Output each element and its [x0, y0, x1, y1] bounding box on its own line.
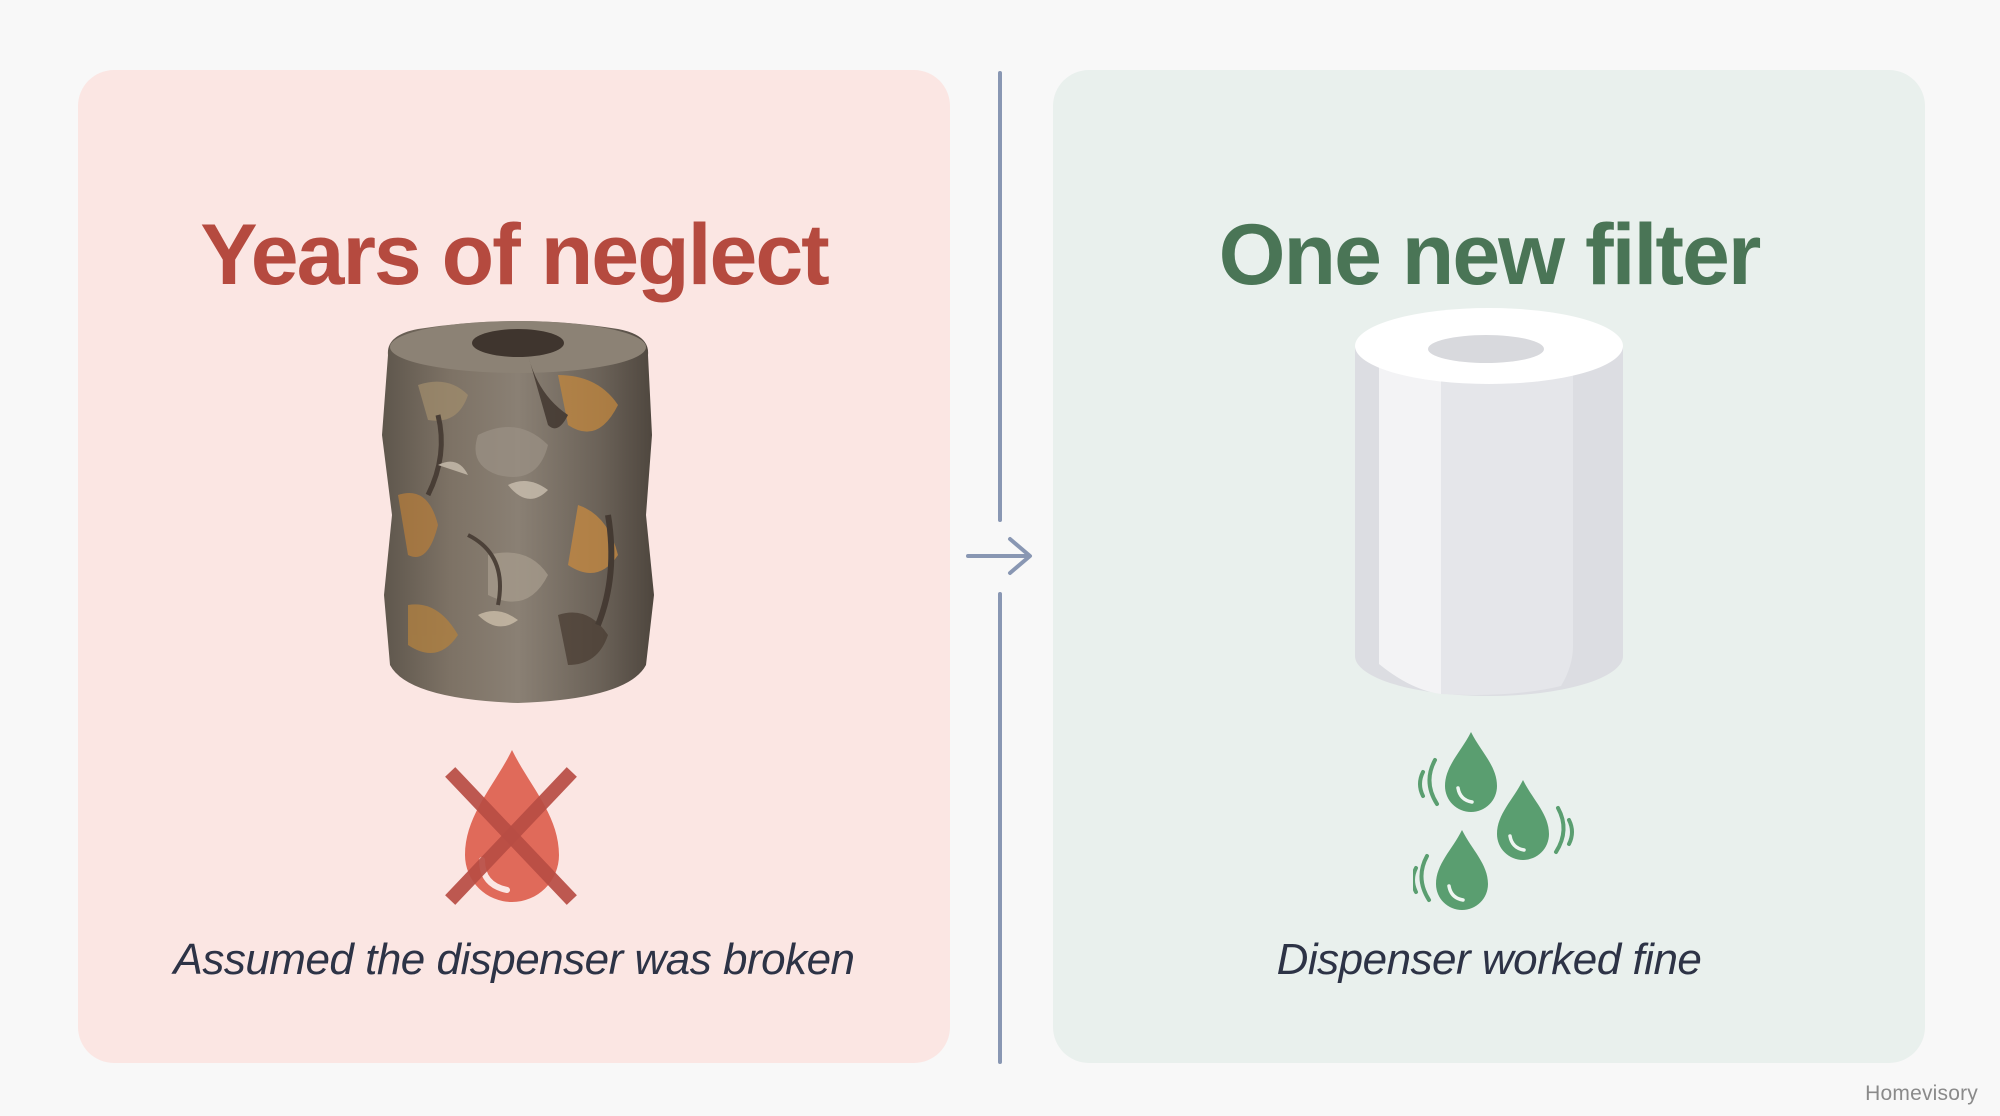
- after-caption: Dispenser worked fine: [1276, 935, 1702, 984]
- no-water-icon: [445, 750, 577, 905]
- before-title: Years of neglect: [200, 207, 830, 303]
- flowing-water-drops-icon: [1413, 732, 1574, 910]
- after-title: One new filter: [1218, 207, 1762, 303]
- clean-filter-illustration: [1355, 308, 1623, 696]
- arrow-right-icon: [966, 537, 1032, 575]
- divider-line-top: [998, 71, 1002, 522]
- after-card: One new filter Dispenser worked fine: [1053, 70, 1925, 1063]
- before-card: Years of neglect: [78, 70, 950, 1063]
- dirty-filter-illustration: [382, 321, 654, 703]
- divider-line-bottom: [998, 592, 1002, 1064]
- brand-watermark: Homevisory: [1865, 1082, 1978, 1105]
- before-caption: Assumed the dispenser was broken: [173, 935, 855, 984]
